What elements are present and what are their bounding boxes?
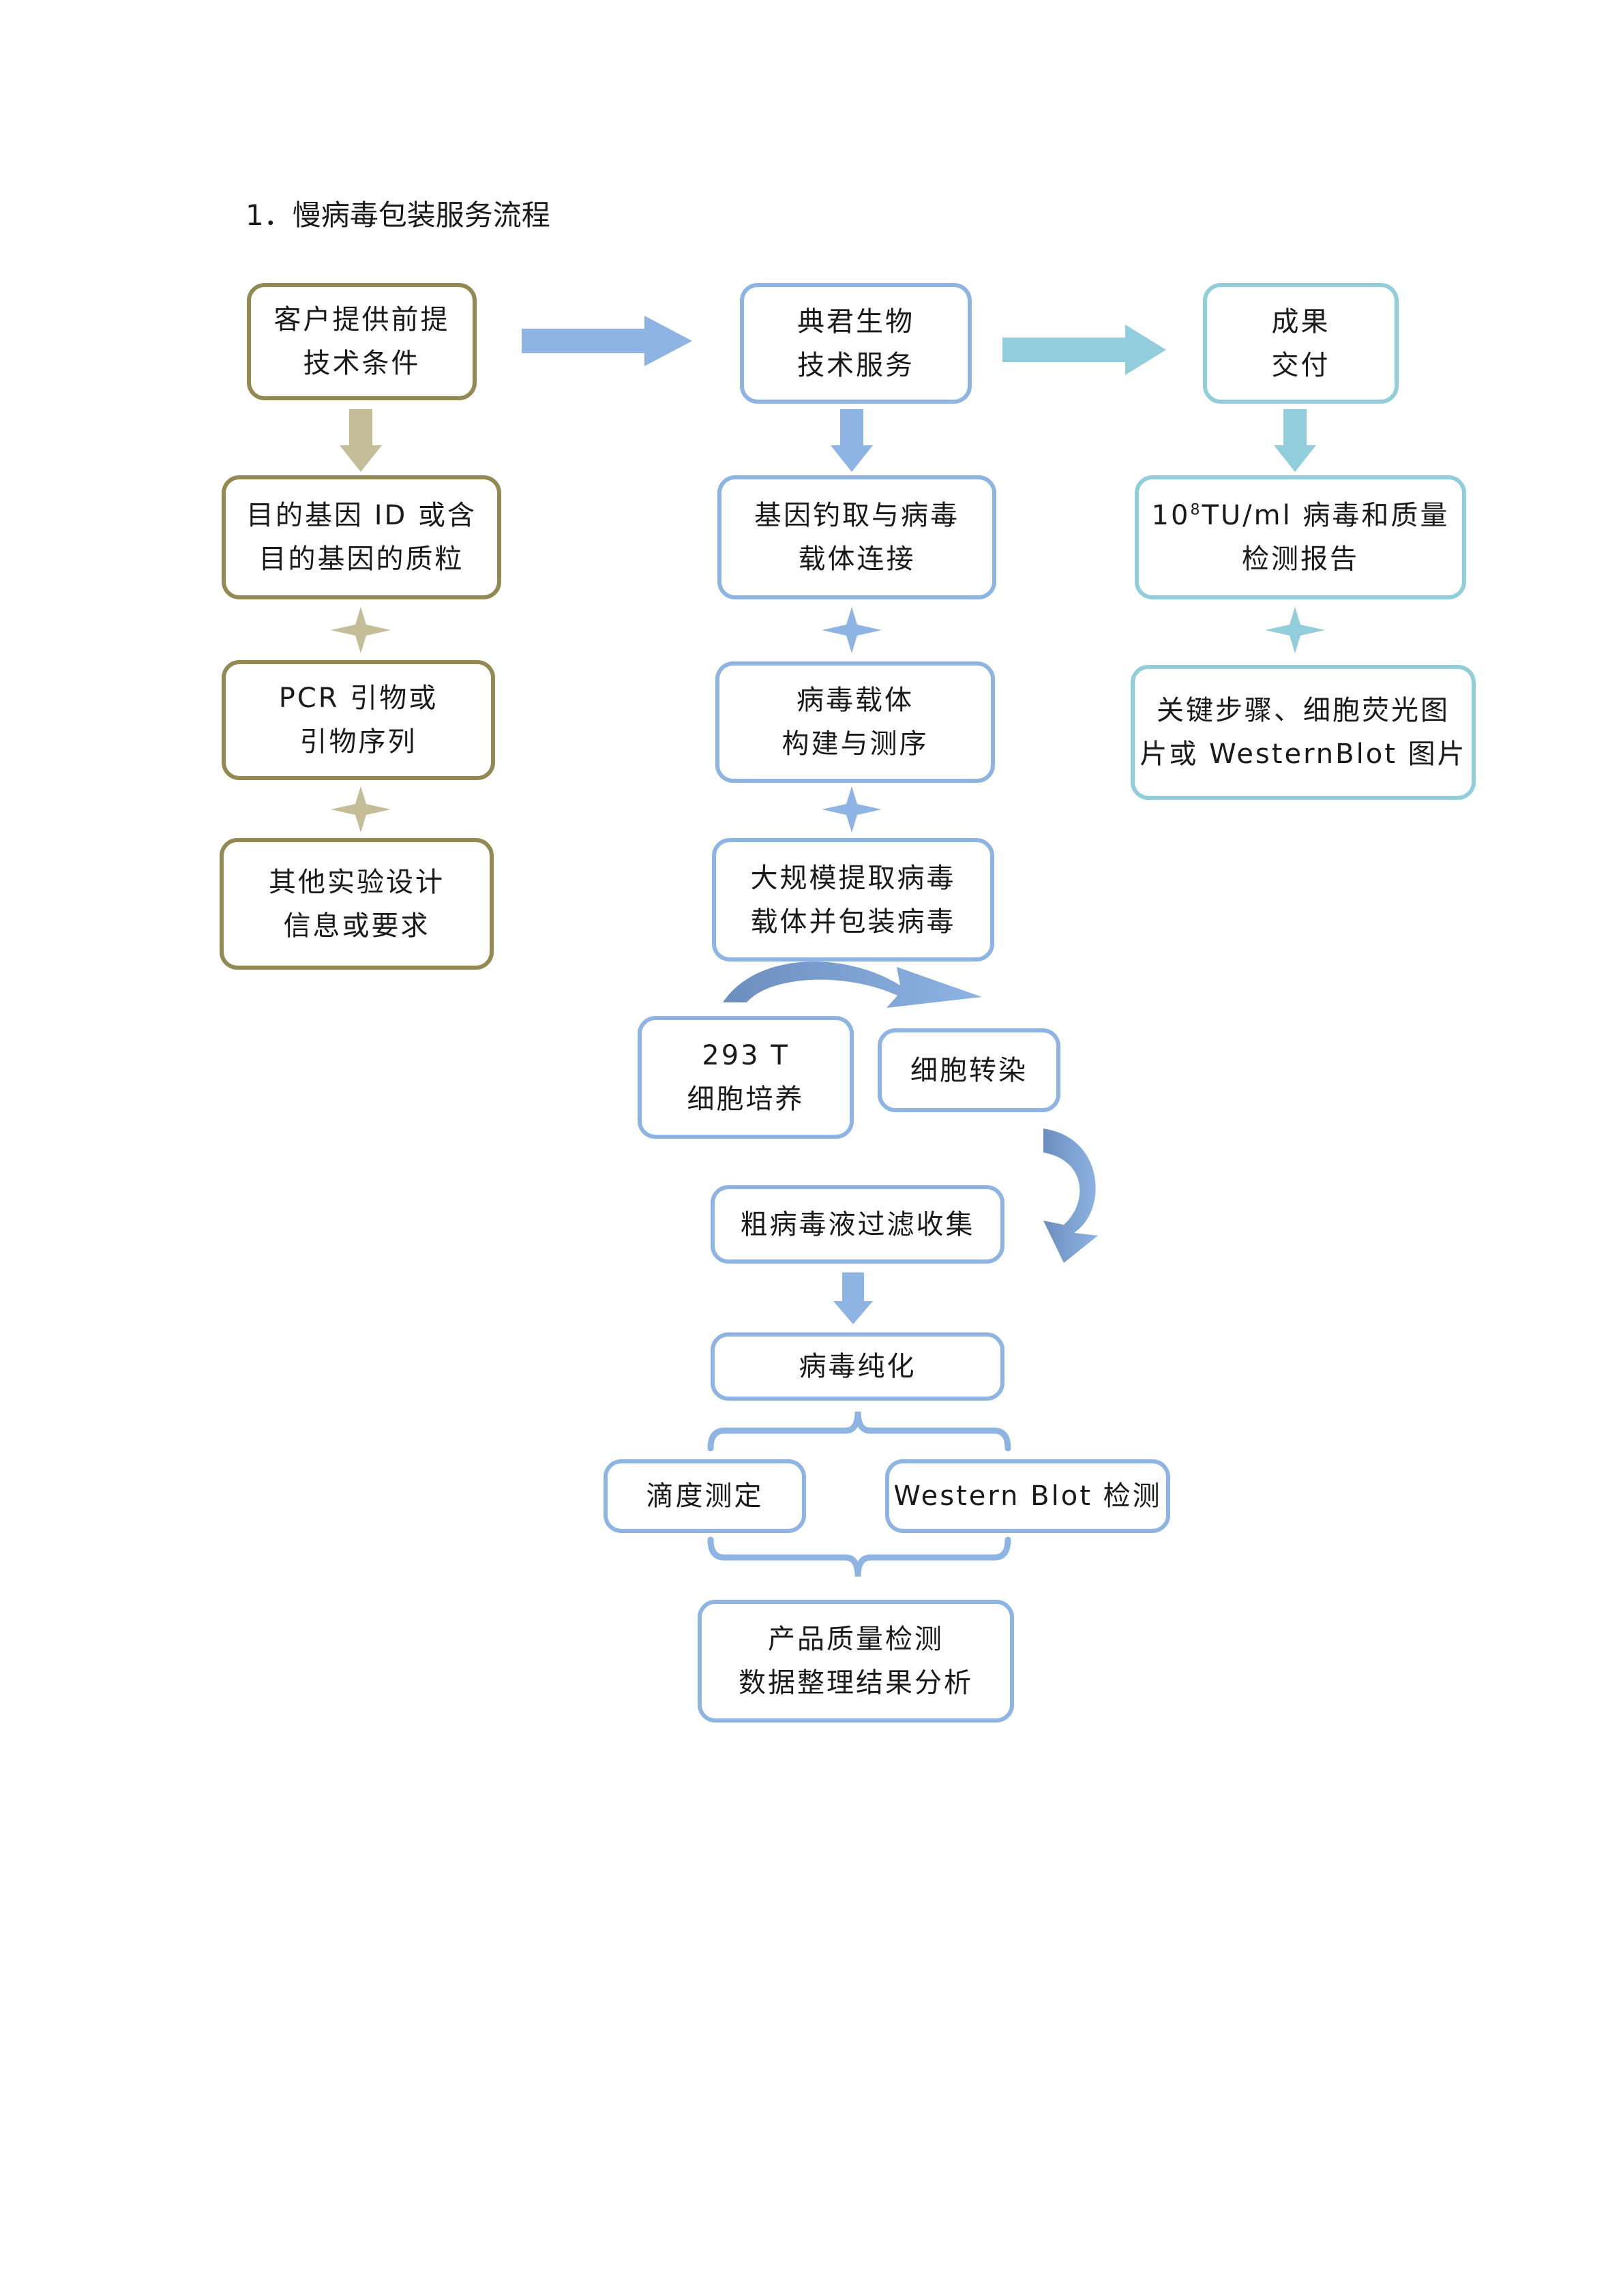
result-header-line2: 交付 — [1271, 349, 1330, 381]
tech-packaging-box: 大规模提取病毒 载体并包装病毒 — [712, 838, 994, 961]
four-point-star-icon — [822, 786, 882, 833]
client-primer-line2: 引物序列 — [299, 726, 417, 758]
result-report-box: 108TU/ml 病毒和质量 检测报告 — [1135, 475, 1466, 599]
arrow-down-icon — [340, 409, 382, 472]
client-primer-line1: PCR 引物或 — [278, 683, 438, 714]
four-point-star-icon — [331, 607, 391, 653]
arrow-right-icon — [522, 316, 692, 366]
transfection-box: 细胞转染 — [878, 1028, 1060, 1112]
cell-culture-line1: 293 T — [702, 1040, 790, 1071]
titer-label: 滴度测定 — [646, 1480, 764, 1512]
titer-box: 滴度测定 — [604, 1459, 806, 1533]
western-blot-box: Western Blot 检测 — [885, 1459, 1170, 1533]
cell-culture-line2: 细胞培养 — [687, 1084, 805, 1115]
client-design-box: 其他实验设计 信息或要求 — [220, 838, 494, 970]
client-gene-id-box: 目的基因 ID 或含 目的基因的质粒 — [222, 475, 501, 599]
result-report-line2: 检测报告 — [1242, 543, 1359, 575]
result-images-box: 关键步骤、细胞荧光图 片或 WesternBlot 图片 — [1131, 665, 1476, 800]
purification-label: 病毒纯化 — [799, 1351, 917, 1382]
tech-cloning-line1: 基因钓取与病毒 — [754, 500, 959, 531]
cell-culture-box: 293 T 细胞培养 — [638, 1016, 854, 1139]
tech-packaging-line2: 载体并包装病毒 — [750, 906, 956, 938]
tech-cloning-box: 基因钓取与病毒 载体连接 — [717, 475, 996, 599]
result-report-line1: 108TU/ml 病毒和质量 — [1152, 494, 1450, 537]
tech-vector-line1: 病毒载体 — [796, 685, 914, 716]
curved-arrow-icon — [723, 961, 982, 1008]
collection-label: 粗病毒液过滤收集 — [740, 1208, 975, 1240]
arrow-down-icon — [831, 409, 873, 472]
result-header-line1: 成果 — [1271, 305, 1330, 338]
client-header-box: 客户提供前提 技术条件 — [247, 283, 477, 400]
collection-box: 粗病毒液过滤收集 — [711, 1185, 1004, 1264]
final-analysis-box: 产品质量检测 数据整理结果分析 — [698, 1600, 1014, 1723]
result-images-line2: 片或 WesternBlot 图片 — [1140, 739, 1467, 770]
client-primer-box: PCR 引物或 引物序列 — [222, 660, 495, 780]
client-design-line1: 其他实验设计 — [269, 866, 445, 898]
four-point-star-icon — [822, 607, 882, 653]
four-point-star-icon — [1265, 607, 1325, 653]
tech-header-line1: 典君生物 — [797, 305, 914, 338]
result-images-line1: 关键步骤、细胞荧光图 — [1157, 695, 1450, 726]
arrow-down-icon — [833, 1272, 873, 1324]
purification-box: 病毒纯化 — [711, 1332, 1004, 1401]
curly-brace-icon — [707, 1411, 1011, 1452]
tech-vector-box: 病毒载体 构建与测序 — [715, 661, 995, 783]
final-analysis-line1: 产品质量检测 — [768, 1624, 944, 1655]
client-header-line2: 技术条件 — [303, 348, 421, 379]
result-report-rest: TU/ml 病毒和质量 — [1202, 500, 1450, 531]
result-header-box: 成果 交付 — [1203, 283, 1399, 404]
page-title: 1．慢病毒包装服务流程 — [245, 198, 550, 232]
arrow-down-icon — [1274, 409, 1316, 472]
western-blot-label: Western Blot 检测 — [893, 1480, 1162, 1512]
final-analysis-line2: 数据整理结果分析 — [739, 1667, 973, 1699]
tech-cloning-line2: 载体连接 — [798, 543, 916, 575]
arrow-right-icon — [1002, 325, 1166, 375]
client-design-line2: 信息或要求 — [283, 910, 430, 942]
tech-header-line2: 技术服务 — [797, 349, 914, 381]
client-gene-id-line1: 目的基因 ID 或含 — [245, 500, 477, 531]
tech-vector-line2: 构建与测序 — [781, 728, 929, 760]
transfection-label: 细胞转染 — [910, 1054, 1028, 1086]
client-header-line1: 客户提供前提 — [273, 304, 450, 336]
curved-arrow-icon — [1043, 1129, 1098, 1263]
tech-packaging-line1: 大规模提取病毒 — [750, 862, 956, 894]
result-report-exponent: 8 — [1190, 501, 1202, 519]
client-gene-id-line2: 目的基因的质粒 — [258, 543, 464, 575]
curly-brace-icon — [707, 1536, 1011, 1577]
result-report-base: 10 — [1151, 500, 1191, 531]
tech-header-box: 典君生物 技术服务 — [740, 283, 972, 404]
four-point-star-icon — [331, 786, 391, 833]
